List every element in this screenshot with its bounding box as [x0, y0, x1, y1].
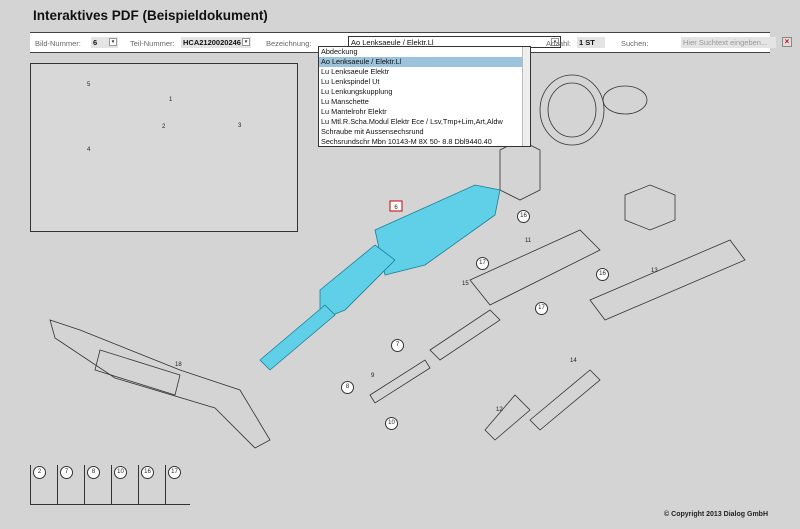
dropdown-item[interactable]: Lu Manschette [321, 97, 369, 106]
teil-value: HCA2120020246 [183, 38, 241, 47]
hardware-10[interactable]: 10 [114, 466, 127, 479]
callout-17b[interactable]: 17 [535, 302, 548, 315]
bild-label: Bild-Nummer: [35, 39, 81, 48]
copyright: © Copyright 2013 Dialog GmbH [664, 511, 768, 518]
dropdown-item[interactable]: Abdeckung [321, 47, 358, 56]
chevron-down-icon[interactable]: ▾ [109, 38, 117, 46]
hardware-strip: 2 7 8 10 16 17 [30, 465, 190, 505]
hardware-17[interactable]: 17 [168, 466, 181, 479]
callout-8[interactable]: 8 [341, 381, 354, 394]
callout-7[interactable]: 7 [391, 339, 404, 352]
teil-label: Teil-Nummer: [130, 39, 175, 48]
dropdown-item[interactable]: Sechsrundschr Mbn 10143-M 8X 50- 8.8 Dbl… [321, 137, 492, 146]
callout-1[interactable]: 1 [169, 97, 173, 103]
close-icon[interactable]: × [782, 37, 792, 47]
dropdown-item[interactable]: Lu Lenkspindel Ut [321, 77, 380, 86]
page-title: Interaktives PDF (Beispieldokument) [33, 8, 268, 23]
search-input[interactable]: Hier Suchtext eingeben... [681, 37, 776, 48]
callout-16b[interactable]: 16 [596, 268, 609, 281]
callout-4[interactable]: 4 [87, 147, 91, 153]
callout-13[interactable]: 13 [651, 268, 658, 274]
anzahl-value: 1 ST [577, 37, 605, 48]
callout-3[interactable]: 3 [238, 123, 242, 129]
callout-5[interactable]: 5 [87, 82, 91, 88]
inset-box [30, 63, 298, 232]
callout-15[interactable]: 15 [462, 281, 469, 287]
callout-16[interactable]: 16 [517, 210, 530, 223]
teil-nummer-select[interactable]: HCA2120020246▾ [181, 37, 251, 48]
bez-value: Ao Lenksaeule / Elektr.Ll [351, 38, 434, 47]
callout-12[interactable]: 12 [496, 407, 503, 413]
scrollbar[interactable] [522, 47, 530, 146]
suchen-label: Suchen: [621, 39, 649, 48]
dropdown-item-selected[interactable]: Ao Lenksaeule / Elektr.Ll [319, 57, 522, 67]
bild-nummer-select[interactable]: 6▾ [91, 37, 118, 48]
highlighted-part-6 [259, 184, 501, 371]
chevron-down-icon[interactable]: ▾ [242, 38, 250, 46]
callout-11[interactable]: 11 [525, 238, 532, 244]
hardware-2[interactable]: 2 [33, 466, 46, 479]
callout-18[interactable]: 18 [175, 362, 182, 368]
callout-14[interactable]: 14 [570, 358, 577, 364]
callout-17[interactable]: 17 [476, 257, 489, 270]
dropdown-item[interactable]: Lu Lenksaeule Elektr [321, 67, 390, 76]
callout-6-label: 6 [394, 205, 398, 211]
callout-9[interactable]: 9 [371, 373, 375, 379]
hardware-7[interactable]: 7 [60, 466, 73, 479]
bez-label: Bezeichnung: [266, 39, 312, 48]
dropdown-item[interactable]: Lu Mtl.R.Scha.Modul Elektr Ece / Lsv,Tmp… [321, 117, 503, 126]
dropdown-item[interactable]: Lu Lenkungskupplung [321, 87, 393, 96]
callout-2[interactable]: 2 [162, 124, 166, 130]
hardware-8[interactable]: 8 [87, 466, 100, 479]
bezeichnung-dropdown-list[interactable]: Abdeckung Ao Lenksaeule / Elektr.Ll Lu L… [318, 46, 531, 147]
chevron-down-icon[interactable]: ▾ [551, 38, 559, 46]
dropdown-item[interactable]: Schraube mit Aussensechsrund [321, 127, 424, 136]
dropdown-item[interactable]: Lu Mantelrohr Elektr [321, 107, 387, 116]
callout-10[interactable]: 10 [385, 417, 398, 430]
bild-value: 6 [93, 38, 98, 47]
hardware-16[interactable]: 16 [141, 466, 154, 479]
anzahl-label: Anzahl: [546, 39, 572, 48]
